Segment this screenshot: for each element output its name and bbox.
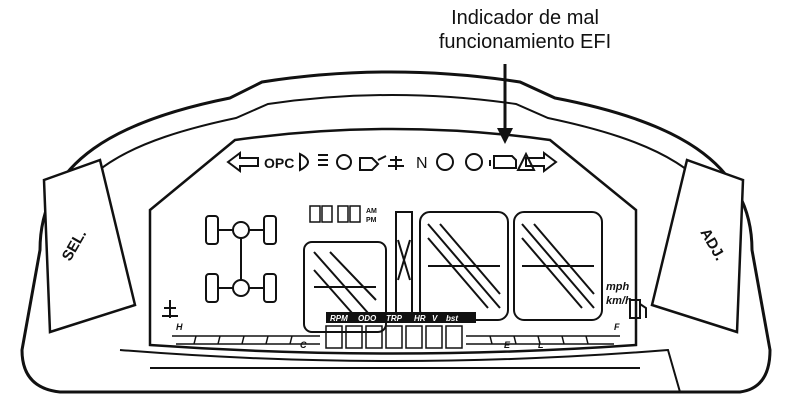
fuel-full-label: F bbox=[614, 322, 620, 332]
rear-differential bbox=[232, 279, 250, 297]
speed-digit-3 bbox=[513, 211, 603, 321]
unit-kmh: km/h bbox=[606, 295, 632, 307]
wheel-front-right bbox=[263, 215, 277, 245]
bezel bbox=[148, 127, 638, 355]
opc-indicator: OPC bbox=[264, 155, 294, 171]
gauge-segments bbox=[172, 335, 620, 345]
housing-inner-line bbox=[59, 94, 729, 247]
mode-bst: bst bbox=[446, 314, 458, 323]
gear-digit bbox=[303, 241, 387, 333]
right-turn-icon bbox=[525, 151, 558, 173]
fuel-empty-label: E bbox=[504, 340, 511, 350]
efi-malfunction-callout: Indicador de mal funcionamiento EFI bbox=[395, 6, 655, 54]
outer-housing bbox=[20, 70, 772, 394]
temp-high-label: H bbox=[176, 322, 183, 332]
mode-hr: HR bbox=[414, 314, 426, 323]
mode-v: V bbox=[432, 314, 438, 323]
odometer-digits bbox=[325, 325, 463, 349]
parking-brake-icon bbox=[336, 154, 352, 170]
oil-level-icon bbox=[465, 153, 483, 171]
mode-label-bar bbox=[326, 312, 476, 323]
fuel-low-label: L bbox=[538, 340, 544, 350]
engine-check-icon bbox=[489, 155, 517, 169]
mode-odo: ODO bbox=[358, 314, 377, 323]
drive-mode-diagram bbox=[205, 215, 277, 303]
temp-cold-label: C bbox=[300, 340, 307, 350]
clock-pm: PM bbox=[366, 217, 377, 224]
sel-button[interactable]: SEL. bbox=[42, 158, 137, 334]
drive-shafts bbox=[218, 229, 264, 289]
neutral-indicator: N bbox=[416, 155, 428, 172]
mode-trp: TRP bbox=[386, 314, 403, 323]
wheel-rear-right bbox=[263, 273, 277, 303]
callout-line-1: Indicador de mal bbox=[451, 7, 599, 29]
indicator-row bbox=[226, 151, 558, 173]
unit-mph: mph bbox=[606, 281, 630, 293]
adj-button[interactable]: ADJ. bbox=[650, 158, 745, 334]
mode-rpm: RPM bbox=[330, 314, 348, 323]
oil-can-icon bbox=[359, 155, 387, 171]
park-icon bbox=[436, 153, 454, 171]
clock-am: AM bbox=[366, 208, 377, 215]
fuel-pump-icon bbox=[629, 299, 647, 319]
engine-temp-icon bbox=[388, 156, 404, 170]
callout-arrow bbox=[497, 64, 513, 144]
speed-digit-1 bbox=[395, 211, 413, 321]
front-differential bbox=[232, 221, 250, 239]
warning-triangle-icon bbox=[516, 151, 536, 171]
temp-gauge-icon bbox=[162, 300, 178, 318]
wheel-front-left bbox=[205, 215, 219, 245]
bezel-lower-rim bbox=[119, 348, 681, 393]
callout-line-2: funcionamiento EFI bbox=[438, 31, 612, 53]
clock-display bbox=[309, 205, 361, 223]
headlight-icon bbox=[299, 152, 328, 172]
left-turn-icon bbox=[226, 151, 259, 173]
wheel-rear-left bbox=[205, 273, 219, 303]
speed-digit-2 bbox=[419, 211, 509, 321]
